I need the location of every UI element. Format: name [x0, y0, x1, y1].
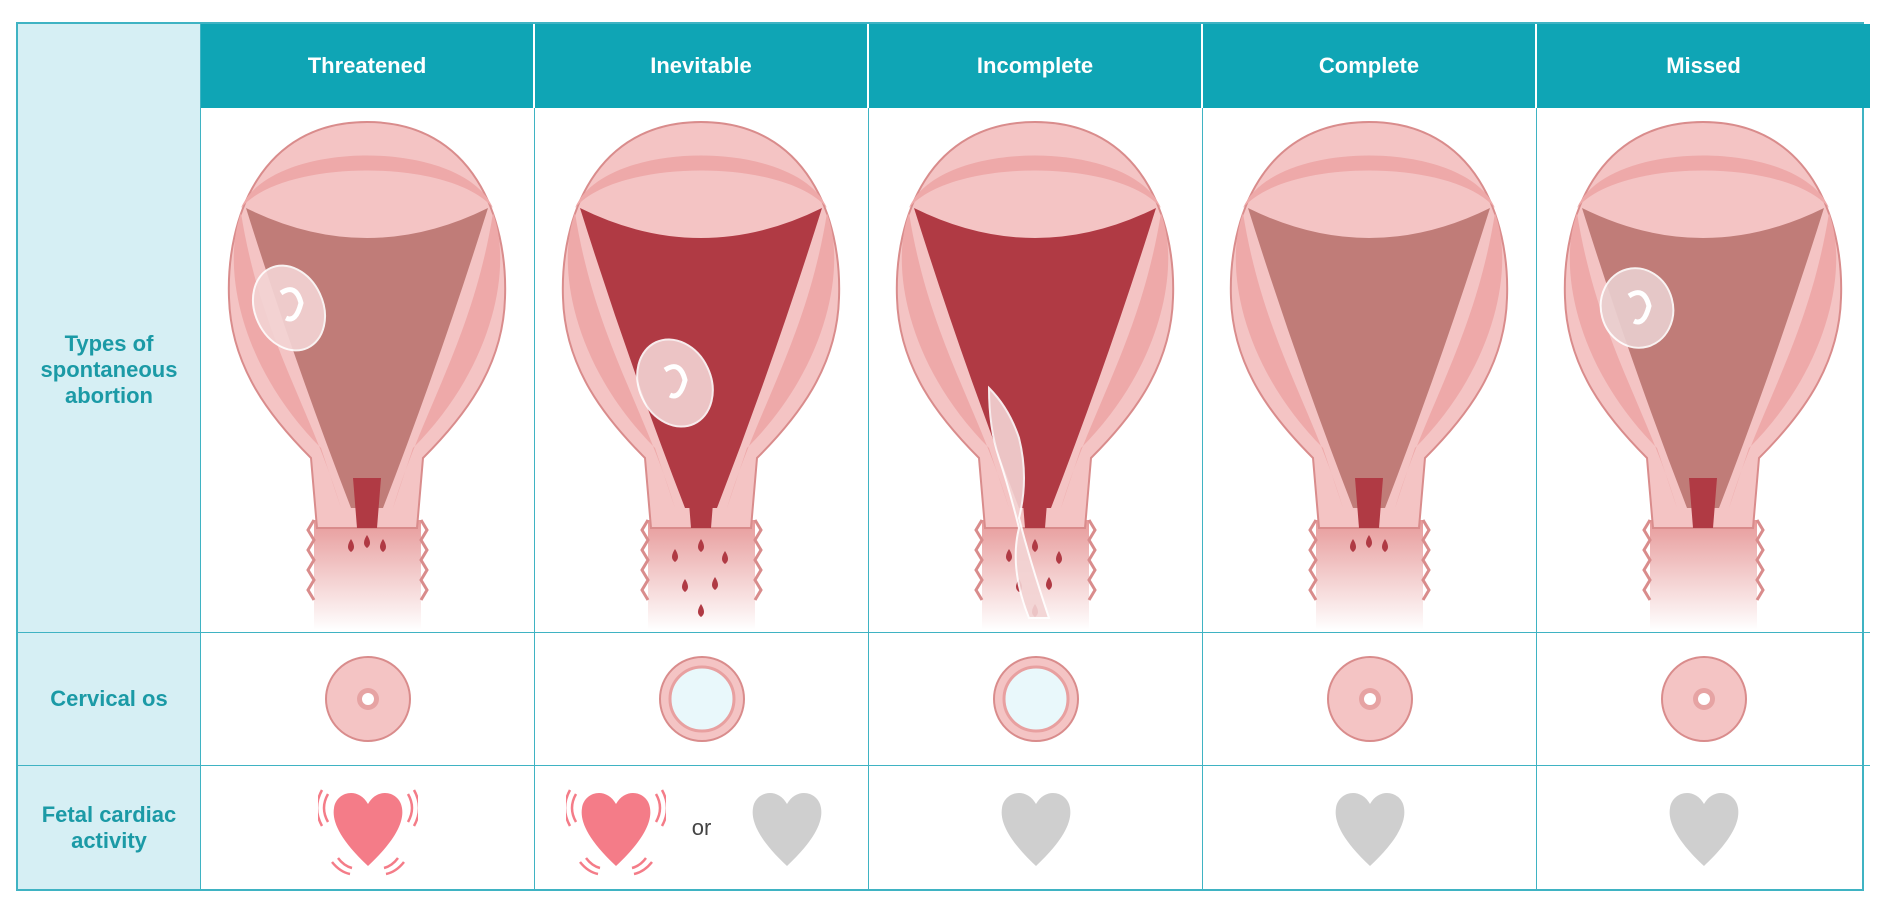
- column-title: Complete: [1318, 53, 1420, 78]
- cardiac-activity-threatened: [201, 766, 535, 889]
- cervical-os-closed: [201, 633, 535, 766]
- cervical-os-closed: [1537, 633, 1870, 766]
- or-text: or: [691, 814, 712, 840]
- blood-drop: [1032, 538, 1038, 552]
- blood-drop: [1366, 534, 1372, 548]
- blood-drop: [348, 538, 354, 552]
- uterus-illustration-missed: [1537, 108, 1870, 633]
- uterus-illustration-inevitable: [535, 108, 869, 633]
- row-label-cardiac-text: Fetal cardiac activity: [41, 801, 177, 853]
- blood-drop: [712, 576, 718, 590]
- row-label-cervical-os: Cervical os: [18, 633, 201, 766]
- row-label-types-text: Types of spontaneous abortion: [40, 331, 178, 408]
- column-header-threatened: Threatened: [201, 24, 535, 108]
- closed-os-icon: [323, 654, 413, 744]
- blood-drop: [1382, 538, 1388, 552]
- gray-heart-icon: [1320, 778, 1420, 878]
- cervical-os-closed: [1203, 633, 1537, 766]
- gray-heart-icon: [737, 778, 837, 878]
- column-title: Threatened: [307, 53, 427, 78]
- blood-drop: [1006, 548, 1012, 562]
- row-label-cardiac: Fetal cardiac activity: [18, 766, 201, 889]
- blood-drop: [722, 550, 728, 564]
- blood-drop: [672, 548, 678, 562]
- blood-drop: [698, 538, 704, 552]
- row-label-cervical-os-text: Cervical os: [50, 686, 168, 711]
- gray-heart-icon: [986, 778, 1086, 878]
- column-title: Incomplete: [976, 53, 1094, 78]
- cardiac-activity-incomplete: [869, 766, 1203, 889]
- closed-os-icon: [1325, 654, 1415, 744]
- row-label-types: Types of spontaneous abortion: [18, 108, 201, 633]
- beating-heart-icon: [317, 778, 418, 878]
- column-title: Missed: [1666, 53, 1741, 78]
- blood-drop: [1046, 576, 1052, 590]
- column-title: Inevitable: [650, 53, 752, 78]
- gray-heart-icon: [1654, 778, 1754, 878]
- closed-os-icon: [1659, 654, 1749, 744]
- spontaneous-abortion-table: Threatened Inevitable Incomplete Complete Mi…: [16, 22, 1870, 891]
- cardiac-activity-complete: [1203, 766, 1537, 889]
- open-os-icon: [991, 654, 1081, 744]
- column-header-incomplete: Incomplete: [869, 24, 1203, 108]
- blood-drop: [698, 603, 704, 617]
- column-header-inevitable: Inevitable: [535, 24, 869, 108]
- blood-drop: [380, 538, 386, 552]
- beating-heart-icon: [565, 778, 666, 878]
- blood-drop: [682, 578, 688, 592]
- corner-cell: [18, 24, 201, 108]
- blood-drop: [1350, 538, 1356, 552]
- cardiac-activity-missed: [1537, 766, 1870, 889]
- cervical-os-open: [869, 633, 1203, 766]
- uterus-illustration-incomplete: [869, 108, 1203, 633]
- cardiac-activity-inevitable: or: [535, 766, 869, 889]
- column-header-complete: Complete: [1203, 24, 1537, 108]
- cervical-os-open: [535, 633, 869, 766]
- uterus-illustration-complete: [1203, 108, 1537, 633]
- blood-drop: [1056, 550, 1062, 564]
- blood-drop: [364, 534, 370, 548]
- open-os-icon: [657, 654, 747, 744]
- uterus-illustration-threatened: [201, 108, 535, 633]
- column-header-missed: Missed: [1537, 24, 1870, 108]
